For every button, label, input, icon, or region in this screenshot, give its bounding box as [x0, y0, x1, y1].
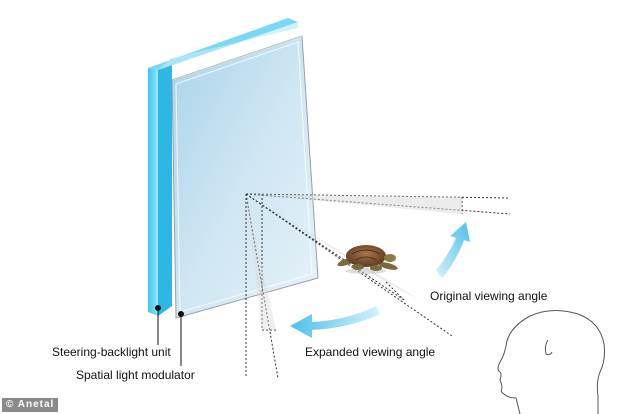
turtle-illustration — [337, 245, 398, 274]
credit-badge: © Anetal — [2, 398, 59, 412]
spatial-light-modulator-label: Spatial light modulator — [76, 368, 195, 382]
expanded-angle-arrow — [290, 306, 380, 338]
original-angle-arrow — [436, 222, 470, 278]
steering-backlight-panel — [148, 18, 298, 316]
steering-backlight-label: Steering-backlight unit — [52, 345, 171, 359]
expanded-viewing-angle-label: Expanded viewing angle — [305, 345, 436, 359]
callout-lines — [155, 305, 184, 366]
viewer-head — [497, 310, 605, 414]
spatial-light-modulator-panel — [171, 35, 319, 319]
original-viewing-angle-label: Original viewing angle — [430, 289, 548, 303]
